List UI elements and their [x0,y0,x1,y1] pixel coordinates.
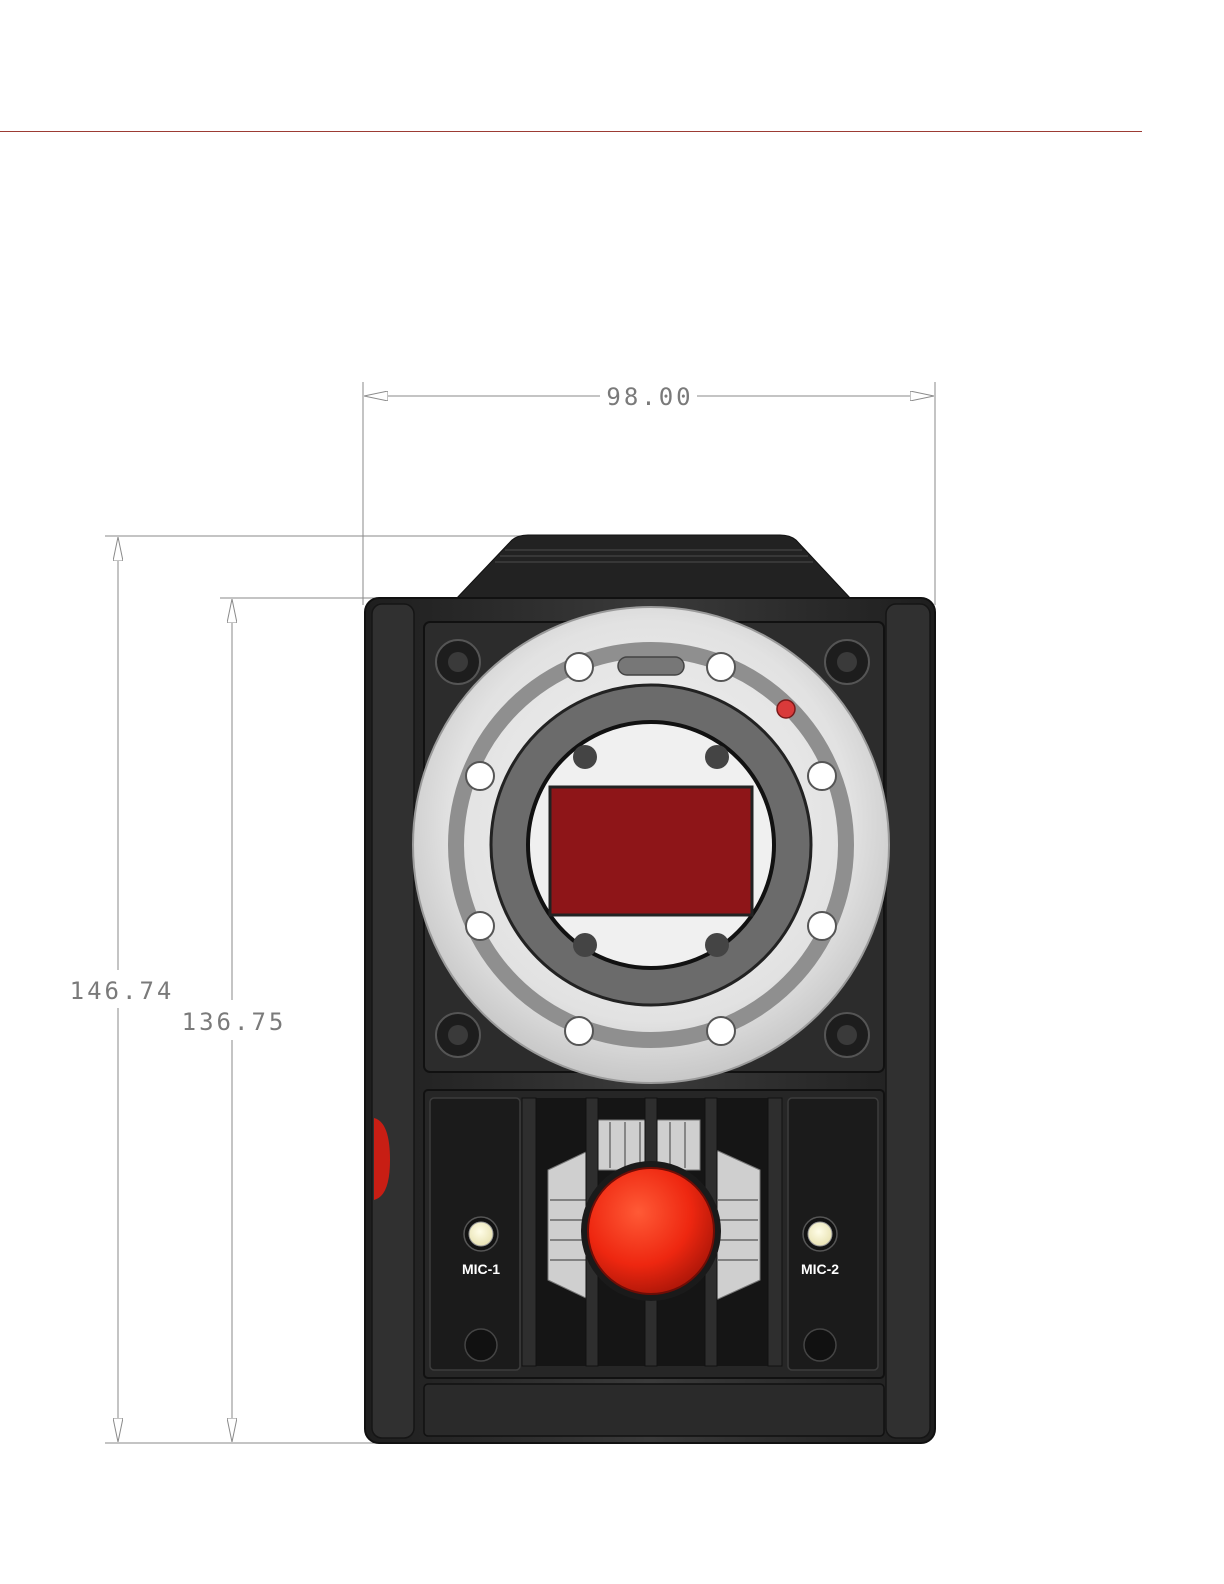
mic-1-port [465,1329,497,1361]
lens-mount [413,607,889,1083]
mount-slot [618,657,684,675]
body-height-dimension-value: 136.75 [182,1008,287,1036]
camera-body: MIC-1 MIC-2 [365,535,935,1443]
mic-1-label: MIC-1 [462,1261,500,1277]
record-button-cap [588,1168,714,1294]
top-hump [455,535,852,600]
mic-2-port [804,1329,836,1361]
mic-2-led [808,1222,832,1246]
mic-2-label: MIC-2 [801,1261,839,1277]
mic-1-led [469,1222,493,1246]
bottom-strip [424,1384,884,1436]
overall-height-dimension-value: 146.74 [70,977,175,1005]
width-dimension-value: 98.00 [606,383,693,411]
left-rail [372,604,414,1438]
image-sensor [550,787,752,915]
mount-alignment-dot [777,700,795,718]
right-rail [886,604,930,1438]
